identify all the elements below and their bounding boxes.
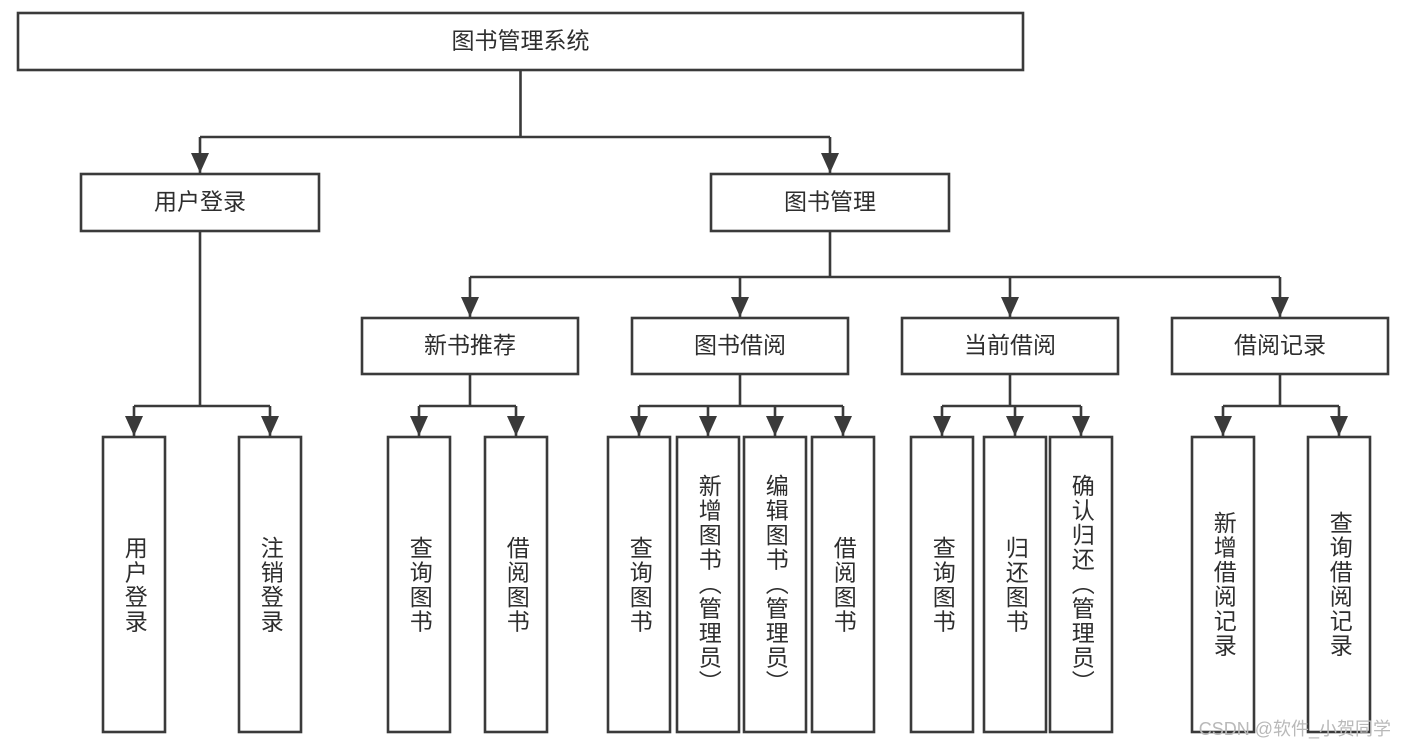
node-box-leaf-return-book xyxy=(982,435,1048,734)
node-box-borrow-record xyxy=(1170,316,1390,376)
node-box-leaf-add-book xyxy=(675,435,741,734)
node-box-leaf-borrow-book-2 xyxy=(810,435,876,734)
node-label-user-login: 用户登录 xyxy=(154,189,246,215)
node-box-leaf-query-book-3 xyxy=(909,435,975,734)
arrow-head-icon xyxy=(1072,416,1090,436)
node-label-book-management: 图书管理 xyxy=(784,189,876,215)
arrow-head-icon xyxy=(1271,297,1289,317)
arrow-head-icon xyxy=(766,416,784,436)
node-box-new-book-recommend xyxy=(360,316,580,376)
node-box-user-login xyxy=(79,172,321,233)
node-box-leaf-logout xyxy=(237,435,303,734)
boxes-layer xyxy=(16,11,1390,734)
arrow-head-icon xyxy=(191,153,209,173)
arrow-head-icon xyxy=(461,297,479,317)
node-box-leaf-confirm-return xyxy=(1048,435,1114,734)
node-box-book-management xyxy=(709,172,951,233)
node-label-new-book-recommend: 新书推荐 xyxy=(424,332,516,358)
node-box-leaf-add-record xyxy=(1190,435,1256,734)
node-box-leaf-user-login xyxy=(101,435,167,734)
arrow-head-icon xyxy=(1330,416,1348,436)
arrow-head-icon xyxy=(1001,297,1019,317)
node-label-system-title: 图书管理系统 xyxy=(452,28,590,54)
node-box-leaf-query-book-2 xyxy=(606,435,672,734)
node-box-leaf-query-book-1 xyxy=(386,435,452,734)
node-box-system-title xyxy=(16,11,1025,72)
arrow-head-icon xyxy=(933,416,951,436)
arrow-head-icon xyxy=(630,416,648,436)
node-box-book-borrow xyxy=(630,316,850,376)
node-box-leaf-borrow-book-1 xyxy=(483,435,549,734)
node-box-current-borrow xyxy=(900,316,1120,376)
arrow-head-icon xyxy=(1006,416,1024,436)
node-label-book-borrow: 图书借阅 xyxy=(694,332,786,358)
arrow-head-icon xyxy=(821,153,839,173)
arrow-head-icon xyxy=(699,416,717,436)
arrow-head-icon xyxy=(731,297,749,317)
arrow-head-icon xyxy=(834,416,852,436)
node-label-current-borrow: 当前借阅 xyxy=(964,332,1056,358)
connectors-layer xyxy=(125,70,1348,436)
node-label-borrow-record: 借阅记录 xyxy=(1234,332,1326,358)
arrow-head-icon xyxy=(261,416,279,436)
node-box-leaf-query-record xyxy=(1306,435,1372,734)
arrow-head-icon xyxy=(410,416,428,436)
node-box-leaf-edit-book xyxy=(742,435,808,734)
arrow-head-icon xyxy=(1214,416,1232,436)
arrow-head-icon xyxy=(125,416,143,436)
arrow-head-icon xyxy=(507,416,525,436)
